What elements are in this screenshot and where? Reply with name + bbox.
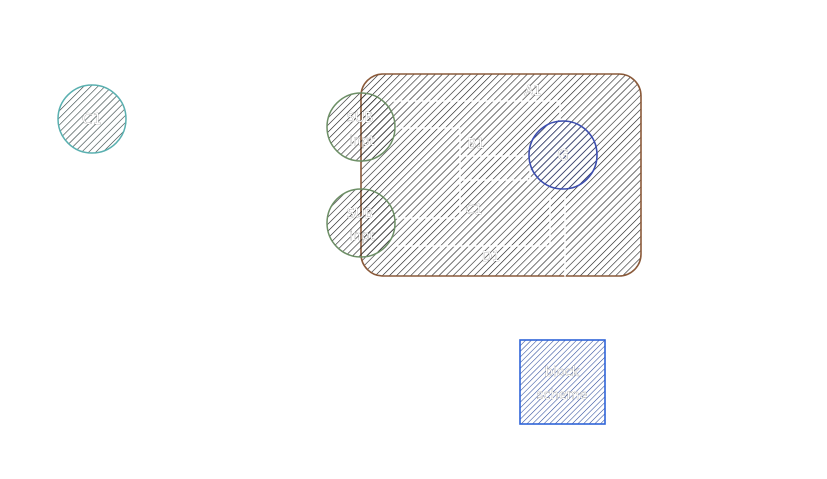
node-box-label-line1: block <box>545 365 580 380</box>
node-s1[interactable]: SUB inpt <box>326 92 396 162</box>
edge-label-top: A1 <box>524 84 541 99</box>
node-g-label: G <box>557 146 569 164</box>
node-c-left-shape <box>57 84 127 154</box>
edge-label-mid: B1 <box>467 137 484 152</box>
internal-edges: A1 B1 C1 D1 <box>392 84 566 277</box>
node-s2-shape <box>326 188 396 258</box>
edge-label-inner: C1 <box>465 203 482 218</box>
edge-top <box>392 100 561 123</box>
edge-inner-loop <box>392 127 461 219</box>
node-box[interactable]: block scheme <box>519 339 606 425</box>
node-c-left[interactable]: C1 <box>57 84 127 154</box>
node-s1-label-line2: inpt <box>349 134 374 149</box>
node-g-shape <box>528 120 598 190</box>
node-s1-shape <box>326 92 396 162</box>
node-box-label-line2: scheme <box>537 388 588 403</box>
node-box-shape <box>519 339 606 425</box>
node-s2-label-line1: SUB <box>347 207 374 222</box>
node-s2[interactable]: SUB inpt <box>326 188 396 258</box>
node-c-left-label: C1 <box>82 110 102 128</box>
node-g[interactable]: G <box>528 120 598 190</box>
node-s1-label-line1: SUB <box>347 111 374 126</box>
node-s2-label-line2: inpt <box>349 229 374 244</box>
edge-label-bottom: D1 <box>482 250 500 265</box>
edge-bottom <box>392 195 551 247</box>
